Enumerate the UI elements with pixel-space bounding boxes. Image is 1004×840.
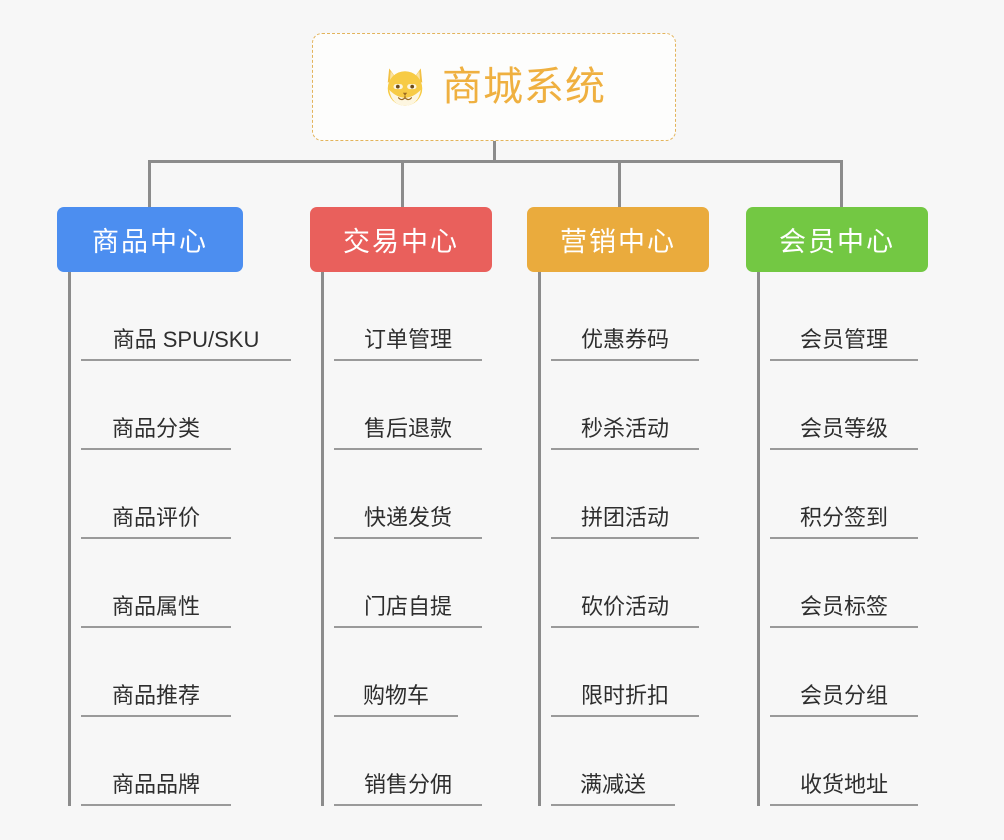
leaf-item[interactable]: 快递发货	[334, 450, 482, 539]
leaf-item[interactable]: 拼团活动	[551, 450, 699, 539]
leaf-item-label: 会员分组	[799, 682, 888, 708]
leaf-item-label: 限时折扣	[580, 682, 669, 708]
connector-horizontal-bus	[148, 160, 843, 163]
leaf-item[interactable]: 商品评价	[81, 450, 231, 539]
leaf-item[interactable]: 砍价活动	[551, 539, 699, 628]
leaf-item[interactable]: 售后退款	[334, 361, 482, 450]
leaf-item-label: 订单管理	[363, 326, 452, 352]
leaf-item-label: 快递发货	[363, 504, 452, 530]
leaf-column-营销中心: 优惠券码 秒杀活动 拼团活动 砍价活动 限时折扣 满减送	[538, 272, 699, 806]
leaf-column-商品中心: 商品 SPU/SKU 商品分类 商品评价 商品属性 商品推荐 商品品牌	[68, 272, 291, 806]
leaf-item-label: 售后退款	[363, 415, 452, 441]
leaf-item-label: 优惠券码	[580, 326, 669, 352]
connector-drop-4	[840, 160, 843, 208]
leaf-item[interactable]: 商品推荐	[81, 628, 231, 717]
shiba-dog-icon	[382, 64, 428, 110]
leaf-item[interactable]: 积分签到	[770, 450, 918, 539]
leaf-item[interactable]: 优惠券码	[551, 272, 699, 361]
leaf-item[interactable]: 商品品牌	[81, 717, 231, 806]
category-box-营销中心[interactable]: 营销中心	[527, 207, 709, 272]
leaf-column-会员中心: 会员管理 会员等级 积分签到 会员标签 会员分组 收货地址	[757, 272, 918, 806]
leaf-item-label: 秒杀活动	[580, 415, 669, 441]
leaf-item[interactable]: 订单管理	[334, 272, 482, 361]
leaf-item-label: 商品品牌	[111, 771, 200, 797]
connector-root-stem	[493, 141, 496, 161]
leaf-item-label: 会员标签	[799, 593, 888, 619]
leaf-item[interactable]: 限时折扣	[551, 628, 699, 717]
leaf-item-label: 拼团活动	[580, 504, 669, 530]
leaf-item-label: 商品属性	[111, 593, 200, 619]
connector-drop-2	[401, 160, 404, 208]
category-label: 会员中心	[779, 227, 895, 257]
leaf-item-label: 收货地址	[799, 771, 888, 797]
leaf-item[interactable]: 会员管理	[770, 272, 918, 361]
leaf-item-label: 商品评价	[111, 504, 200, 530]
leaf-item[interactable]: 商品属性	[81, 539, 231, 628]
leaf-item-label: 砍价活动	[580, 593, 669, 619]
leaf-item[interactable]: 购物车	[334, 628, 458, 717]
category-box-会员中心[interactable]: 会员中心	[746, 207, 928, 272]
leaf-item[interactable]: 销售分佣	[334, 717, 482, 806]
leaf-item-label: 商品分类	[111, 415, 200, 441]
leaf-item[interactable]: 会员标签	[770, 539, 918, 628]
leaf-item-label: 满减送	[579, 771, 646, 797]
leaf-item-label: 会员管理	[799, 326, 888, 352]
leaf-item-label: 商品 SPU/SKU	[112, 326, 260, 352]
leaf-item[interactable]: 商品 SPU/SKU	[81, 272, 291, 361]
leaf-item[interactable]: 商品分类	[81, 361, 231, 450]
root-node-label: 商城系统	[442, 65, 606, 109]
category-box-交易中心[interactable]: 交易中心	[310, 207, 492, 272]
leaf-item[interactable]: 会员分组	[770, 628, 918, 717]
root-node[interactable]: 商城系统	[312, 33, 676, 141]
leaf-item[interactable]: 秒杀活动	[551, 361, 699, 450]
leaf-item[interactable]: 门店自提	[334, 539, 482, 628]
leaf-item-label: 购物车	[362, 682, 429, 708]
leaf-column-交易中心: 订单管理 售后退款 快递发货 门店自提 购物车 销售分佣	[321, 272, 482, 806]
connector-drop-1	[148, 160, 151, 208]
connector-drop-3	[618, 160, 621, 208]
leaf-item[interactable]: 满减送	[551, 717, 675, 806]
category-label: 商品中心	[92, 227, 208, 257]
leaf-item[interactable]: 收货地址	[770, 717, 918, 806]
category-box-商品中心[interactable]: 商品中心	[57, 207, 243, 272]
leaf-item[interactable]: 会员等级	[770, 361, 918, 450]
leaf-item-label: 商品推荐	[111, 682, 200, 708]
leaf-item-label: 会员等级	[799, 415, 888, 441]
leaf-item-label: 积分签到	[799, 504, 888, 530]
leaf-item-label: 门店自提	[363, 593, 452, 619]
leaf-item-label: 销售分佣	[363, 771, 452, 797]
category-label: 营销中心	[560, 227, 676, 257]
category-label: 交易中心	[343, 227, 459, 257]
